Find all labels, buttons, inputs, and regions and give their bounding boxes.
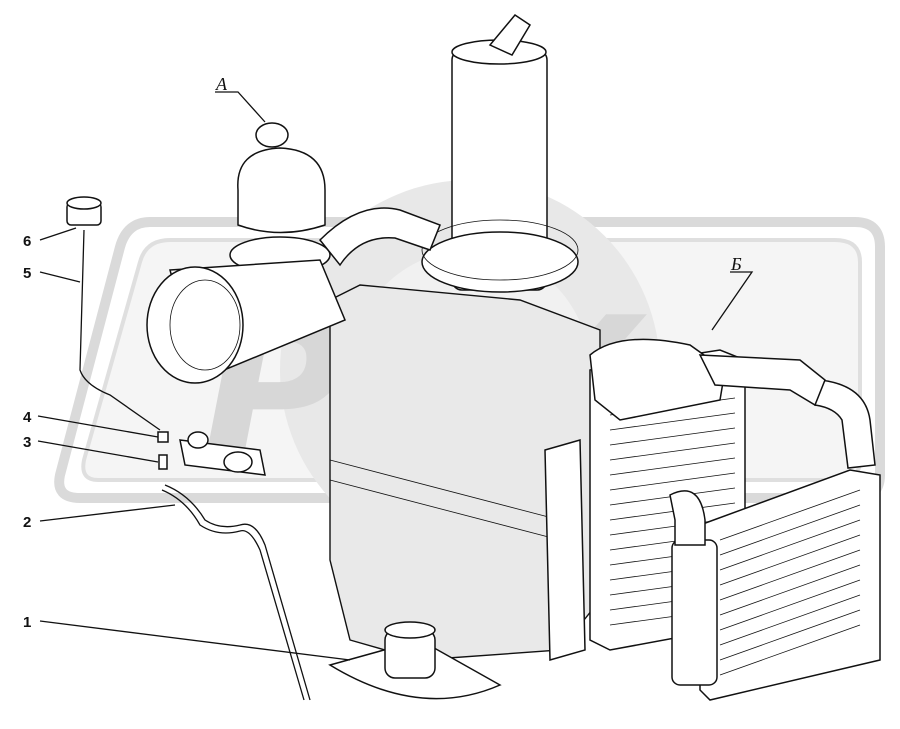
- upper-hose: [698, 354, 826, 407]
- part-1-cap: [328, 621, 502, 700]
- part-6-cap: [66, 196, 102, 226]
- intake-pipe: [318, 207, 441, 267]
- part-4-nut: [157, 431, 169, 443]
- callout-6: 6: [23, 233, 31, 250]
- part-2-pipe-inner: [161, 489, 305, 701]
- part-3-fitting: [158, 454, 168, 470]
- callout-4: 4: [23, 409, 32, 426]
- coolant-tank: [589, 338, 726, 421]
- mounting-bracket: [179, 431, 266, 476]
- callout-1: 1: [23, 614, 31, 631]
- leader-lines: [37, 91, 754, 661]
- callout-view-b: Б: [730, 254, 742, 274]
- callout-5: 5: [23, 265, 31, 282]
- callout-view-a: А: [215, 74, 228, 94]
- engine-block: [329, 284, 601, 661]
- callout-3: 3: [23, 434, 31, 451]
- air-cleaner: [146, 122, 346, 384]
- exhaust-silencer: [421, 14, 579, 293]
- charge-air-cooler: [669, 379, 881, 701]
- callout-2: 2: [23, 514, 31, 531]
- part-5-tube: [79, 229, 161, 431]
- part-2-pipe: [164, 484, 311, 701]
